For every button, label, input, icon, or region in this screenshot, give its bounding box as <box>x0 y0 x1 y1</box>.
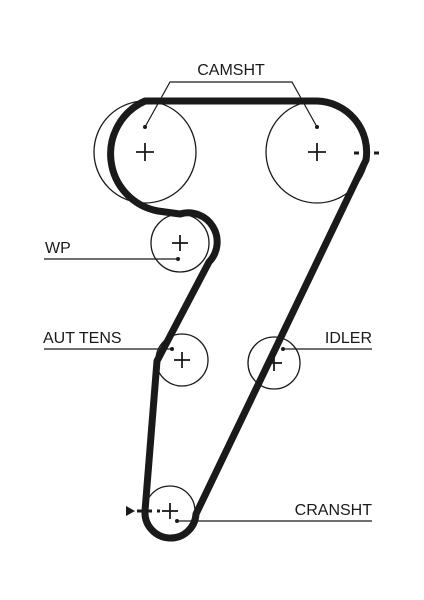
crankshaft-leader <box>175 519 372 523</box>
idler-label: IDLER <box>325 330 372 347</box>
timing-belt <box>107 97 371 542</box>
camshaft-label: CAMSHT <box>197 62 265 79</box>
auto-tensioner-label: AUT TENS <box>43 330 122 347</box>
auto-tensioner-leader <box>44 347 174 351</box>
water-pump-pulley <box>150 213 210 273</box>
camshaft-pulley-right <box>265 100 369 204</box>
crankshaft-timing-arrow <box>126 506 135 516</box>
camshaft-leaders <box>143 81 319 129</box>
crankshaft-label: CRANSHT <box>295 502 373 519</box>
water-pump-leader <box>44 257 180 261</box>
idler-leader <box>281 347 372 351</box>
water-pump-label: WP <box>45 240 71 257</box>
